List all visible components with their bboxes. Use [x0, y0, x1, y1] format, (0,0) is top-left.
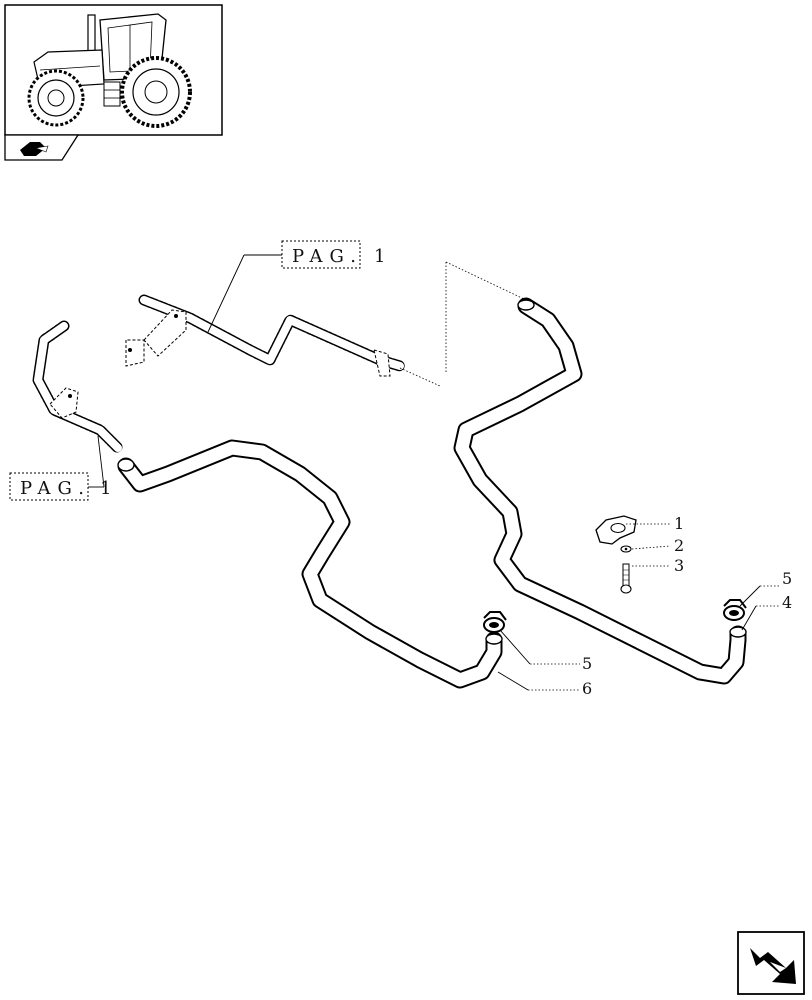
- reference-prefix: PAG.: [292, 246, 363, 267]
- svg-text:3: 3: [674, 556, 684, 575]
- nav-tractor-icon[interactable]: [20, 142, 49, 156]
- tractor-thumbnail[interactable]: [4, 4, 223, 161]
- callout-1[interactable]: 1: [626, 514, 684, 533]
- svg-text:1: 1: [674, 514, 684, 533]
- hose-clamp-bracket[interactable]: [595, 515, 637, 545]
- reference-pipe-upper: [125, 294, 441, 387]
- reference-label-left[interactable]: PAG. 1: [9, 435, 118, 501]
- svg-text:5: 5: [782, 569, 792, 588]
- page-nav-icon[interactable]: [737, 931, 805, 995]
- hose-left[interactable]: [117, 439, 503, 689]
- hose-right[interactable]: [445, 261, 747, 685]
- callout-6[interactable]: 6: [497, 671, 592, 698]
- svg-text:2: 2: [674, 536, 684, 555]
- hose-clip-left[interactable]: [483, 611, 507, 633]
- reference-number: 1: [374, 246, 392, 267]
- reference-label-upper[interactable]: PAG. 1: [207, 240, 392, 333]
- screw[interactable]: [620, 563, 632, 594]
- reference-prefix: PAG.: [20, 478, 91, 499]
- washer[interactable]: [620, 545, 632, 553]
- reference-pipe-left: [32, 320, 124, 454]
- svg-text:4: 4: [782, 593, 792, 612]
- callout-5-right[interactable]: 5: [739, 569, 792, 607]
- hose-clip-right[interactable]: [723, 599, 747, 621]
- reference-number: 1: [100, 478, 118, 499]
- callout-2[interactable]: 2: [631, 536, 684, 555]
- svg-text:5: 5: [582, 654, 592, 673]
- svg-text:6: 6: [582, 679, 592, 698]
- callout-3[interactable]: 3: [632, 556, 684, 575]
- callout-4[interactable]: 4: [741, 593, 792, 631]
- callout-5-left[interactable]: 5: [499, 629, 592, 673]
